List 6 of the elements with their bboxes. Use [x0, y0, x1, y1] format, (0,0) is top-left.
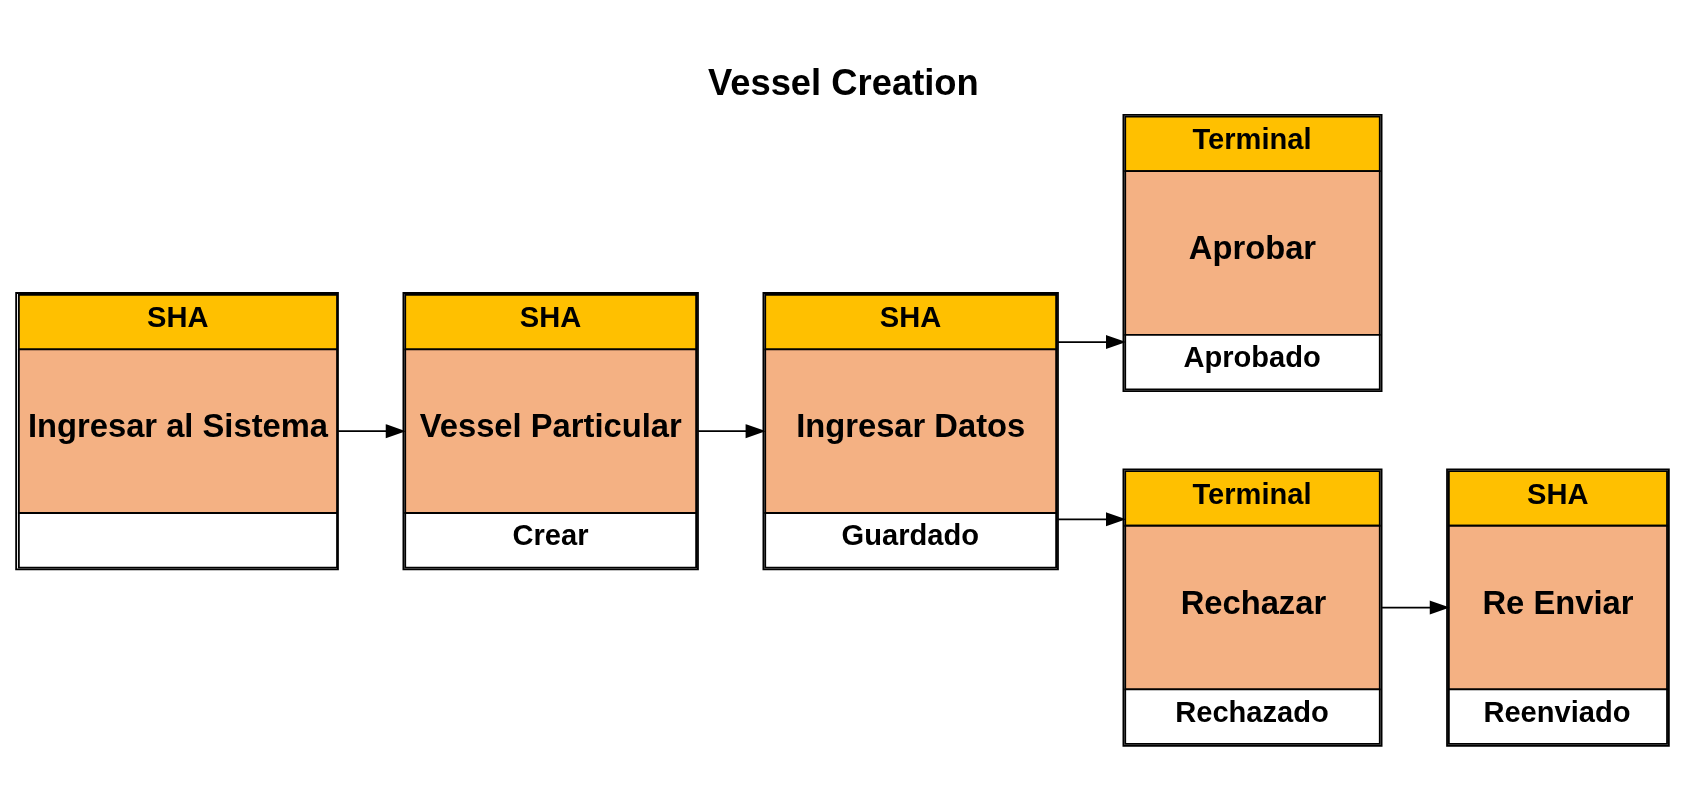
- diagram-title: Vessel Creation: [707, 61, 979, 103]
- arrow: [1381, 600, 1450, 615]
- arrow: [337, 423, 406, 438]
- arrow: [1057, 334, 1127, 349]
- arrow: [1057, 511, 1127, 526]
- arrow: [697, 423, 766, 438]
